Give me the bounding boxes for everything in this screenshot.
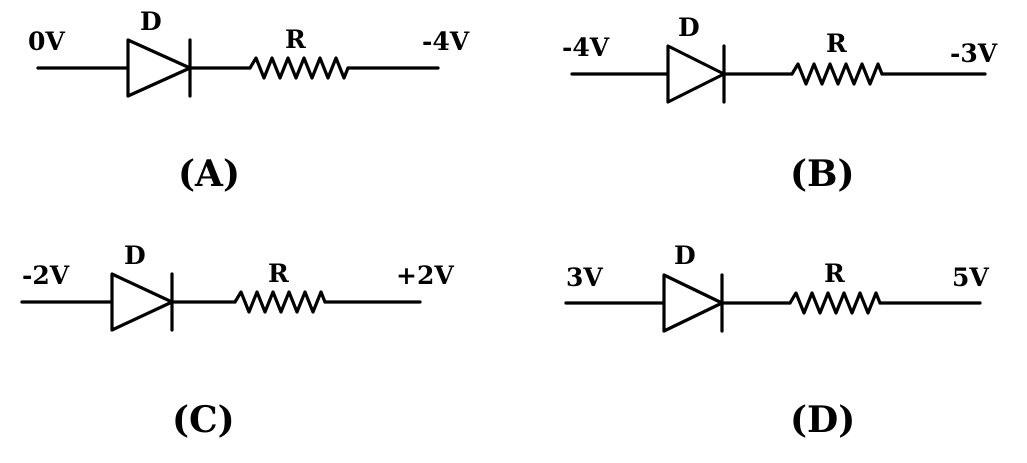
circuit-b-diode-label: D — [678, 13, 700, 42]
circuit-b-diode-icon — [666, 44, 726, 104]
circuit-b-caption: (B) — [790, 153, 855, 195]
circuit-c-left-voltage: -2V — [22, 261, 70, 290]
circuit-c-diode-label: D — [124, 241, 146, 270]
circuit-b: -4V D R -3V (B) — [562, 13, 998, 195]
circuit-a-right-voltage: -4V — [422, 27, 470, 56]
circuit-d-caption: (D) — [790, 399, 855, 441]
circuit-a-resistor-label: R — [285, 25, 306, 54]
circuit-b-right-voltage: -3V — [950, 39, 998, 68]
circuit-b-resistor-icon — [790, 62, 884, 86]
circuit-c: -2V D R +2V (C) — [20, 241, 454, 441]
circuit-c-diode-icon — [110, 272, 174, 332]
circuit-c-right-voltage: +2V — [396, 261, 454, 290]
circuit-d-diode-label: D — [674, 241, 696, 270]
circuit-d-right-voltage: 5V — [952, 263, 989, 292]
circuit-a-diode-icon — [126, 38, 192, 98]
circuit-d-resistor-icon — [788, 291, 882, 315]
circuit-d-diode-icon — [662, 273, 724, 333]
circuit-a-left-voltage: 0V — [28, 27, 65, 56]
circuit-a-caption: (A) — [178, 153, 240, 195]
circuit-c-caption: (C) — [172, 399, 235, 441]
circuit-a: 0V D R -4V (A) — [28, 7, 470, 195]
circuit-d-resistor-label: R — [824, 259, 845, 288]
circuit-a-diode-label: D — [140, 7, 162, 36]
circuit-c-resistor-icon — [233, 290, 327, 314]
circuit-d-left-voltage: 3V — [566, 263, 603, 292]
circuit-b-left-voltage: -4V — [562, 33, 610, 62]
circuit-c-resistor-label: R — [268, 259, 289, 288]
circuit-a-resistor-icon — [248, 56, 350, 80]
circuit-b-resistor-label: R — [826, 29, 847, 58]
circuit-d: 3V D R 5V (D) — [564, 241, 989, 441]
